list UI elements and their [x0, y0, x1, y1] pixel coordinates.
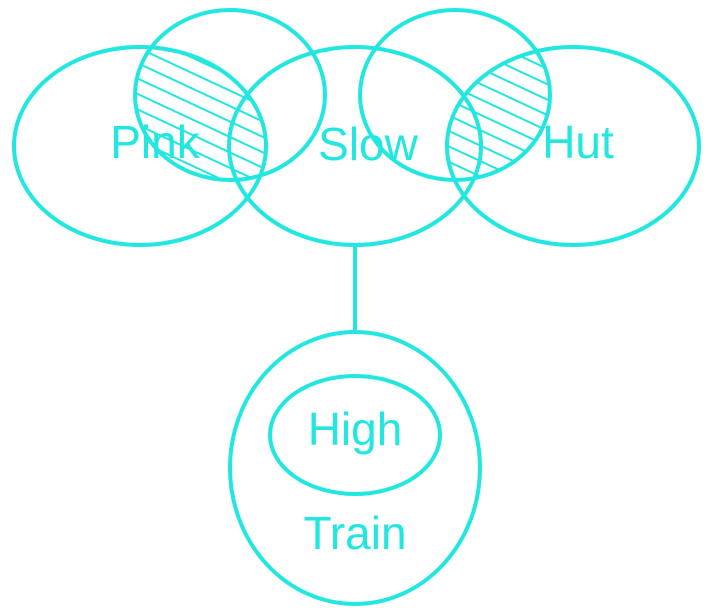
ellipse-train — [228, 330, 482, 606]
ellipse-hut — [445, 45, 701, 247]
label-train: Train — [303, 507, 406, 559]
hatched-region-hut — [447, 47, 550, 180]
label-pink: Pink — [110, 116, 200, 168]
label-slow: Slow — [318, 118, 418, 170]
label-hut: Hut — [542, 116, 614, 168]
ellipse-top-left — [133, 8, 327, 182]
ellipse-high — [268, 374, 442, 496]
ellipse-pink — [12, 45, 268, 247]
label-high: High — [308, 403, 403, 455]
